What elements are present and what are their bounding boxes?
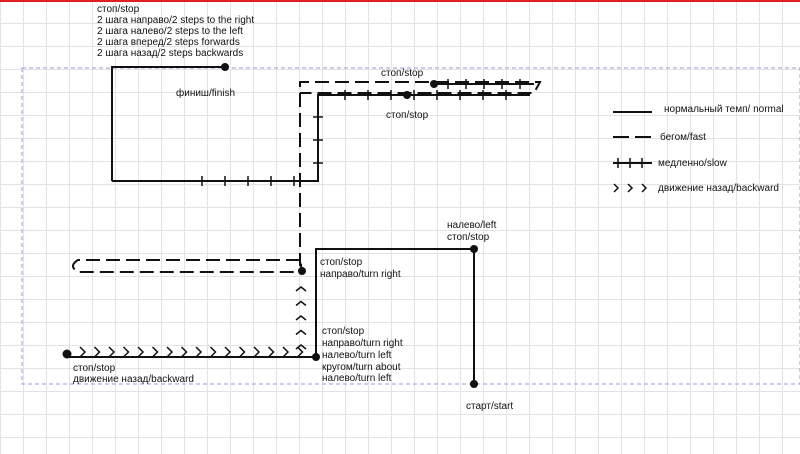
label-c-stop: стоп/stop bbox=[322, 326, 365, 337]
node-mid-stop bbox=[298, 267, 306, 275]
backward-chevron bbox=[267, 346, 275, 358]
backward-chevron bbox=[295, 300, 307, 307]
backward-chevron bbox=[151, 346, 159, 358]
backward-chevron bbox=[137, 346, 145, 358]
field-boundary bbox=[21, 67, 800, 385]
label-top-back: 2 шага назад/2 steps backwards bbox=[97, 48, 243, 59]
path-fast-loop bbox=[299, 81, 542, 266]
path-fast-left bbox=[72, 259, 302, 273]
label-stop-b: стоп/stop bbox=[386, 110, 429, 121]
backward-chevron bbox=[180, 346, 188, 358]
path-normal-finish bbox=[111, 66, 225, 181]
label-left-stop: стоп/stop bbox=[447, 232, 490, 243]
node-bottom-left bbox=[62, 349, 72, 359]
backward-chevrons-vertical bbox=[295, 286, 307, 350]
node-corner bbox=[312, 353, 320, 361]
label-bl-back: движение назад/backward bbox=[73, 374, 194, 385]
label-finish: финиш/finish bbox=[176, 87, 235, 99]
node-stop-a bbox=[430, 80, 438, 88]
backward-chevron bbox=[282, 346, 290, 358]
label-left: налево/left bbox=[447, 220, 497, 231]
label-stop-a: стоп/stop bbox=[381, 68, 424, 79]
backward-chevron bbox=[295, 344, 307, 350]
legend-fast-label: бегом/fast bbox=[660, 131, 706, 143]
backward-chevron bbox=[295, 329, 307, 336]
label-top-fwd: 2 шага вперед/2 steps forwards bbox=[97, 37, 240, 48]
legend-slow-label: медленно/slow bbox=[658, 158, 728, 169]
node-start bbox=[470, 380, 478, 388]
label-c-left2: налево/turn left bbox=[322, 373, 392, 384]
path-slow bbox=[112, 94, 530, 182]
backward-chevrons-bottom bbox=[79, 346, 304, 358]
label-bl-stop: стоп/stop bbox=[73, 363, 116, 374]
node-left-stop bbox=[470, 245, 478, 253]
label-c-right: направо/turn right bbox=[322, 338, 403, 349]
legend-backward-chevrons bbox=[613, 183, 648, 193]
backward-chevron bbox=[209, 346, 217, 358]
legend: нормальный темп/ normal бегом/fast медле… bbox=[613, 104, 784, 194]
backward-chevron bbox=[108, 346, 116, 358]
label-top-left: 2 шага налево/2 steps to the left bbox=[97, 26, 243, 37]
backward-chevron bbox=[79, 346, 87, 358]
backward-chevron bbox=[166, 346, 174, 358]
backward-chevron bbox=[195, 346, 203, 358]
backward-chevron bbox=[122, 346, 130, 358]
top-accent-bar bbox=[0, 0, 800, 2]
node-stop-b bbox=[403, 91, 411, 99]
label-mid-turn: направо/turn right bbox=[320, 269, 401, 280]
backward-chevron bbox=[224, 346, 232, 358]
label-top-right: 2 шага направо/2 steps to the right bbox=[97, 15, 254, 26]
backward-chevron bbox=[253, 346, 261, 358]
slow-ticks bbox=[201, 79, 521, 186]
backward-chevron bbox=[295, 286, 307, 292]
legend-backward-label: движение назад/backward bbox=[658, 183, 779, 194]
path-normal-start bbox=[315, 248, 475, 384]
node-finish bbox=[221, 63, 229, 71]
label-mid-stop: стоп/stop bbox=[320, 257, 363, 268]
backward-chevron bbox=[238, 346, 246, 358]
backward-chevron bbox=[296, 346, 304, 358]
label-c-about: кругом/turn about bbox=[322, 362, 401, 373]
label-start: старт/start bbox=[466, 401, 513, 412]
legend-normal-label: нормальный темп/ normal bbox=[664, 104, 784, 115]
backward-chevron bbox=[93, 346, 101, 358]
backward-chevron bbox=[295, 315, 307, 321]
label-top-stop: стоп/stop bbox=[97, 4, 140, 15]
label-c-left: налево/turn left bbox=[322, 350, 392, 361]
